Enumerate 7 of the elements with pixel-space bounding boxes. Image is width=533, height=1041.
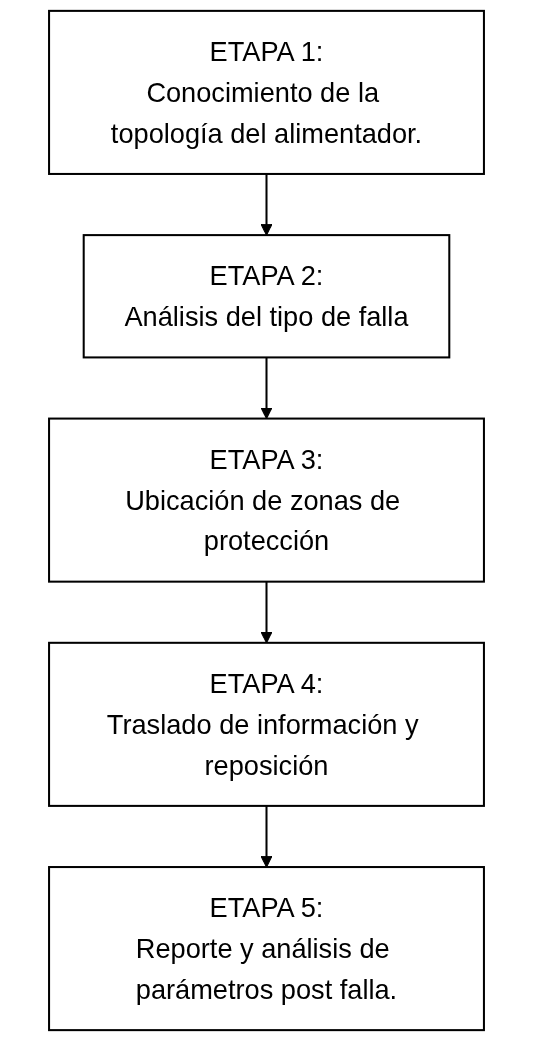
arrow — [260, 173, 273, 236]
node-box: ETAPA 4: Traslado de información y reposición — [48, 641, 485, 807]
node-box: ETAPA 1: Conocimiento de la topología del alimentador. — [48, 9, 485, 175]
node-box: ETAPA 2: Análisis del tipo de falla — [82, 234, 451, 359]
arrow — [260, 805, 273, 868]
node-box: ETAPA 5: Reporte y análisis de parámetros post falla. — [48, 866, 485, 1032]
node-box: ETAPA 3: Ubicación de zonas de protección — [48, 417, 485, 583]
